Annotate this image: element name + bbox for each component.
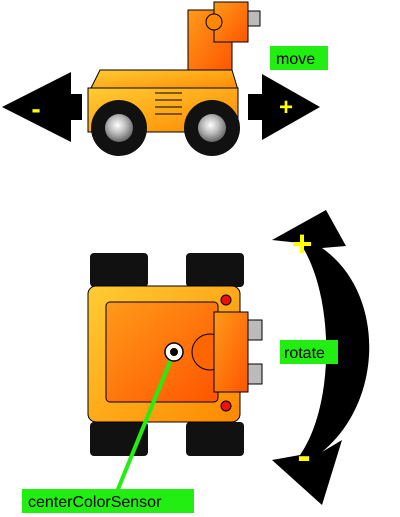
sensor-leader-line xyxy=(114,351,176,495)
move-label-text: move xyxy=(276,51,315,68)
robot-top-view-icon xyxy=(87,253,263,456)
robot-side-view-icon xyxy=(87,1,261,156)
rotate-arrow-icon xyxy=(272,210,370,505)
rotate-plus-sign: + xyxy=(291,223,312,264)
move-left-arrow-icon xyxy=(2,72,82,142)
color-sensor-icon xyxy=(164,342,184,362)
sensor-label: centerColorSensor xyxy=(22,489,194,513)
rotate-label: rotate xyxy=(280,340,338,364)
rotate-label-text: rotate xyxy=(284,345,325,362)
move-minus-sign: - xyxy=(31,93,40,124)
move-label: move xyxy=(270,46,328,70)
rotate-minus-sign: - xyxy=(297,434,310,478)
move-right-arrow-icon xyxy=(248,74,320,140)
sensor-label-text: centerColorSensor xyxy=(28,494,162,511)
move-plus-sign: + xyxy=(279,94,293,121)
